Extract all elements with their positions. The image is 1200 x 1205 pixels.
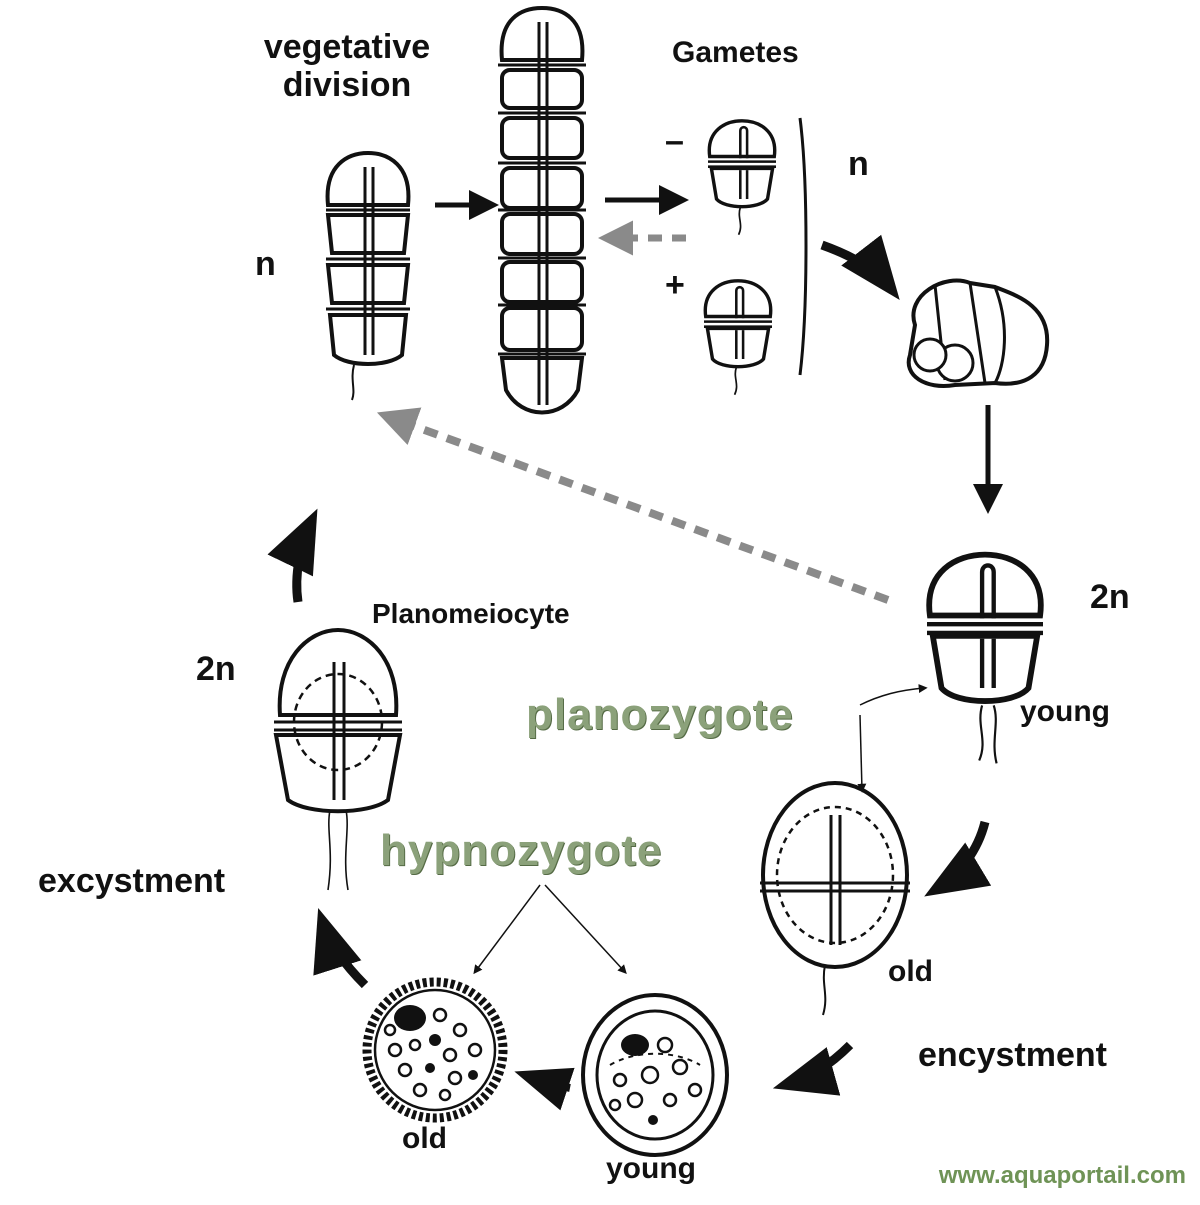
vegetative-division-label: vegetative division (263, 28, 431, 104)
gamete-minus (706, 119, 778, 236)
old-hypnozygote-cell (362, 977, 508, 1123)
young-planozygote-cell (927, 555, 1043, 764)
cell-chain (498, 5, 586, 415)
ploidy-2n-left: 2n (196, 650, 236, 688)
fusing-gametes (906, 278, 1050, 388)
old-planozygote-label: old (888, 955, 933, 988)
ploidy-n-right: n (848, 145, 869, 183)
gametes-label: Gametes (672, 36, 799, 69)
ploidy-n-left: n (255, 245, 276, 283)
planozygote-pointer-old (857, 714, 867, 793)
young-hypnozygote-cell (581, 993, 729, 1157)
excystment-label: excystment (38, 862, 226, 900)
planozygote-label: planozygote (526, 690, 794, 739)
arrow-to-fusion (820, 234, 900, 300)
dashed-arrow-to-vegetative (376, 407, 890, 604)
encystment-label: encystment (918, 1036, 1107, 1074)
planomeiocyte-label: Planomeiocyte (372, 598, 570, 629)
old-hypnozygote-label: old (402, 1122, 447, 1155)
hypnozygote-pointer-old (473, 884, 541, 975)
arrow-young-to-old (924, 820, 992, 897)
arrow-excystment (313, 908, 369, 989)
gamete-plus (702, 279, 774, 396)
arrow-encystment (772, 1041, 854, 1096)
hypnozygote-label: hypnozygote (380, 826, 663, 875)
plus-sign: + (665, 266, 685, 304)
minus-sign: – (665, 122, 684, 160)
young-planozygote-label: young (1020, 695, 1110, 728)
vegetative-cell (325, 150, 411, 401)
ploidy-2n-right: 2n (1090, 578, 1130, 616)
watermark-text: www.aquaportail.com (938, 1162, 1186, 1189)
arrow-to-vegetative (267, 508, 318, 603)
arrow-young-to-old-hypnozygote (514, 1067, 575, 1111)
planozygote-pointer-young (859, 684, 928, 706)
young-hypnozygote-label: young (606, 1152, 696, 1185)
gametes-bracket (798, 117, 808, 376)
hypnozygote-pointer-young (544, 884, 627, 974)
old-planozygote-cell (760, 781, 910, 1016)
planomeiocyte-cell (273, 627, 403, 891)
